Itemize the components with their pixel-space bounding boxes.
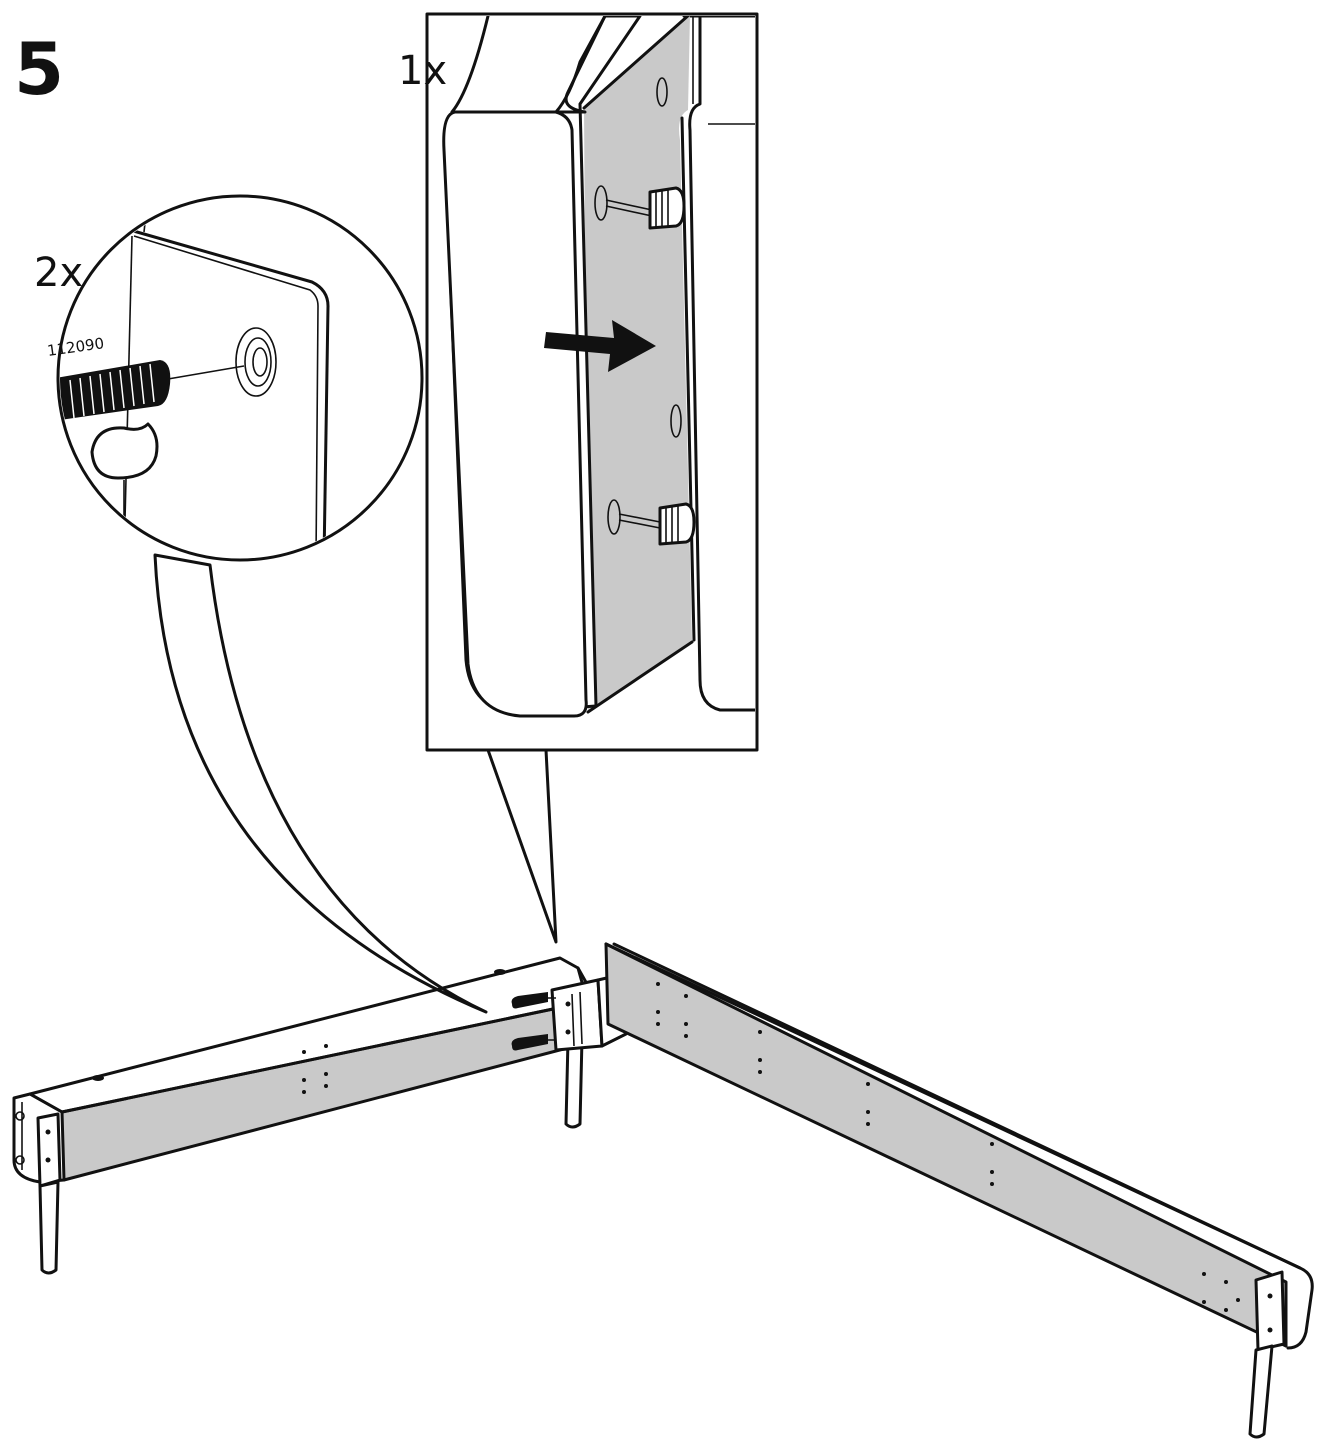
bed-frame (12, 942, 1314, 1439)
hole-icon (235, 327, 277, 397)
detail-circle-quantity: 2x (34, 250, 83, 296)
arrow-right-icon (544, 320, 656, 372)
step-number: 5 (14, 27, 64, 111)
left-rail (12, 956, 600, 1275)
detail-callout-large: 1x (398, 12, 759, 944)
detail-large-quantity: 1x (398, 48, 447, 94)
right-rail (604, 942, 1314, 1439)
screw-icon (60, 360, 171, 420)
hole-icon (594, 77, 682, 535)
part-number: 112090 (46, 334, 105, 360)
detail-callout-circle: 2x 112090 (34, 194, 488, 1014)
